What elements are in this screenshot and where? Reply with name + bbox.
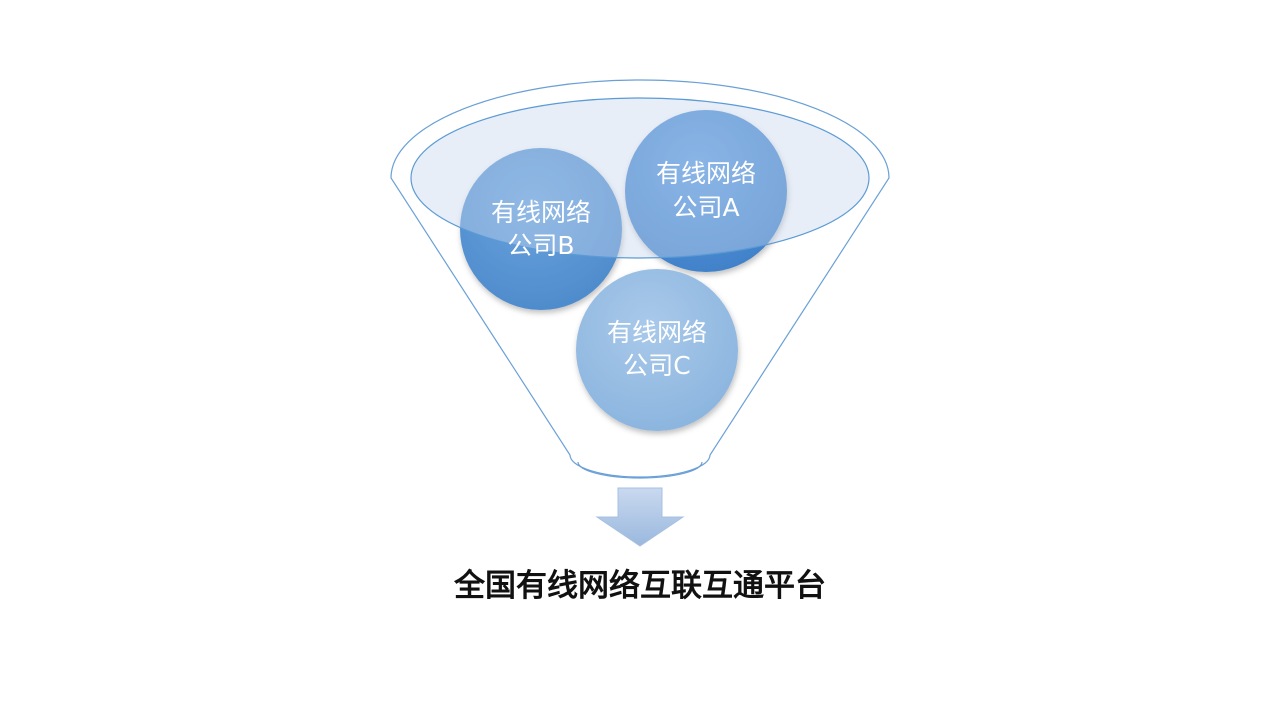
circle-company-b [460, 148, 622, 310]
funnel-bottom-rim [577, 461, 703, 479]
company-c-label-line2: 公司C [623, 351, 690, 380]
down-arrow-icon [595, 487, 685, 547]
company-b-label-line1: 有线网络 [491, 198, 591, 227]
result-caption: 全国有线网络互联互通平台 [453, 568, 826, 604]
company-c-label-line1: 有线网络 [607, 318, 707, 347]
company-b-label-line2: 公司B [507, 231, 574, 260]
funnel-top-ellipse [410, 97, 870, 259]
company-a-label-line1: 有线网络 [656, 159, 756, 188]
circle-company-a [625, 110, 787, 272]
circle-company-c [576, 269, 738, 431]
company-a-label-line2: 公司A [672, 193, 739, 222]
